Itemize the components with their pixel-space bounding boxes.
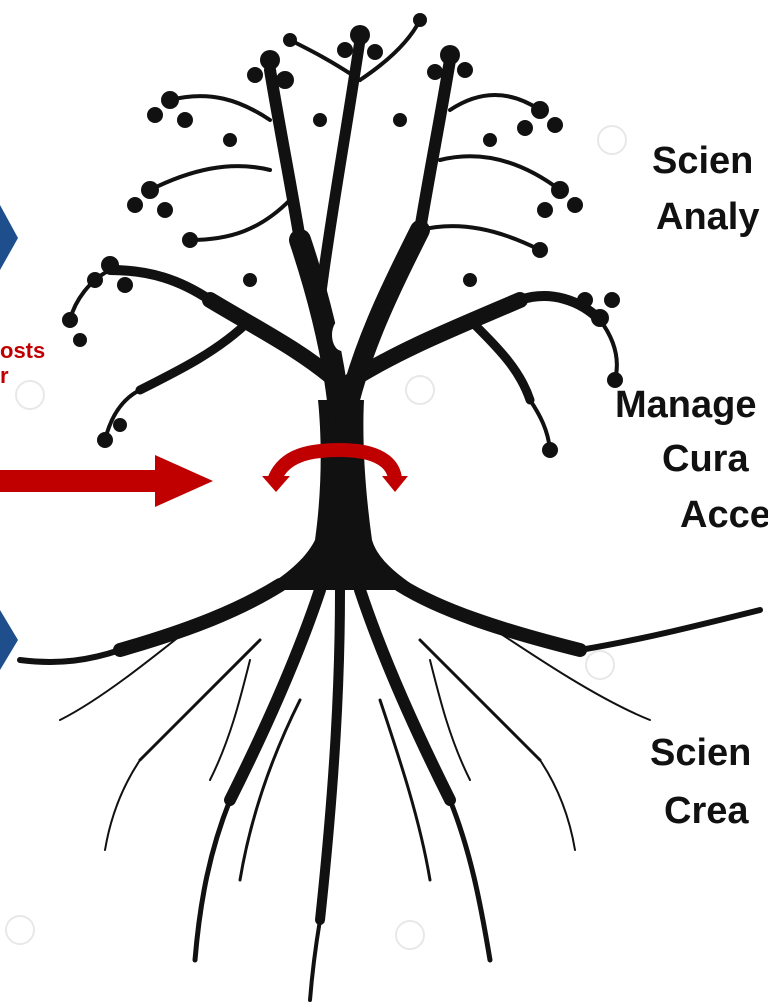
- label-science-top: Scien: [652, 140, 754, 182]
- label-curation: Cura: [662, 438, 749, 480]
- right-arrow: [0, 455, 213, 507]
- watermark-marks: [5, 125, 627, 950]
- curved-arrow: [262, 442, 408, 492]
- label-costs-line2: r: [0, 363, 9, 388]
- chevron-right-icon: [0, 205, 18, 270]
- chevron-right-icon: [0, 610, 18, 670]
- label-creation: Crea: [664, 790, 749, 832]
- label-access: Acce: [680, 494, 768, 536]
- label-analysis: Analy: [656, 196, 760, 238]
- label-costs: osts: [0, 338, 46, 363]
- label-science-bottom: Scien: [650, 732, 752, 774]
- label-management: Manage: [615, 384, 757, 426]
- tree-silhouette: [17, 13, 763, 1002]
